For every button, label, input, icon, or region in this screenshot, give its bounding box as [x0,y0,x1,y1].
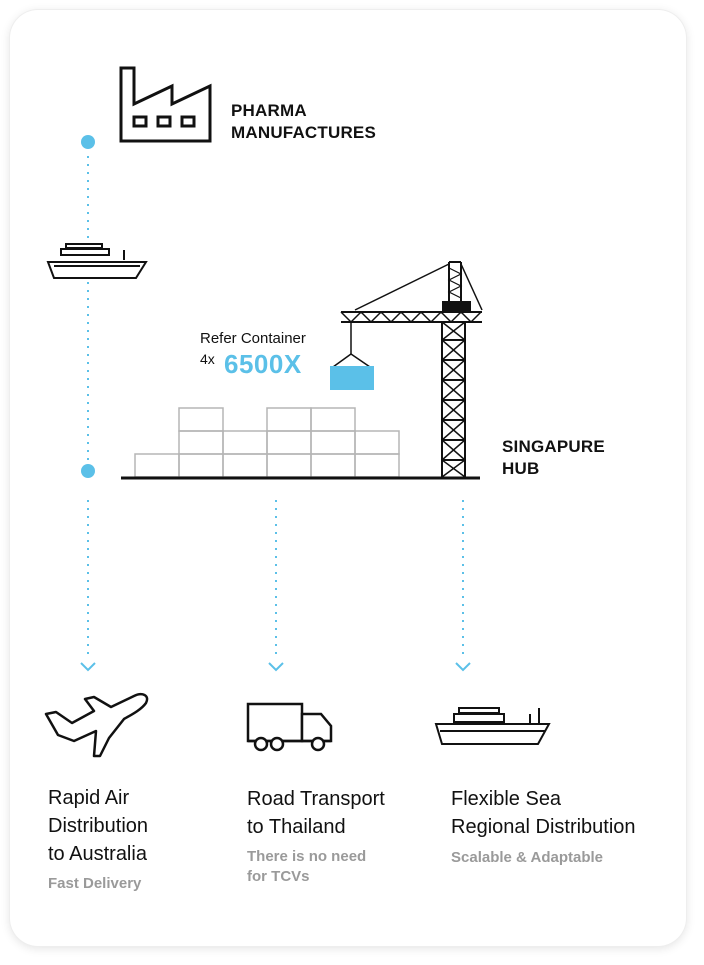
hub-title-line2: HUB [502,459,540,478]
destination-road-subtitle-line1: There is no need [247,848,367,865]
container-label: Refer Container [200,330,306,347]
route-air [80,500,96,672]
origin-title-line1: PHARMA [231,101,307,120]
route-road [268,500,284,672]
ship-icon [46,243,148,279]
destination-road-line1: Road Transport [247,788,385,810]
hub-title: SINGAPURE HUB [502,436,662,480]
hub-title-line1: SINGAPURE [502,437,605,456]
origin-route-line [81,135,95,478]
destination-air-subtitle: Fast Delivery [48,875,142,892]
destination-road-subtitle: There is no need for TCVs [247,847,407,887]
destination-road-title: Road Transport to Thailand [247,785,417,841]
destination-air-title: Rapid Air Distribution to Australia [48,784,208,868]
truck-icon [246,702,333,752]
destination-sea-line1: Flexible Sea [451,788,562,810]
container-model: 6500X [224,349,302,379]
plane-icon [44,693,149,758]
crane-icon [332,261,483,478]
destination-road-line2: to Thailand [247,816,346,838]
container-quantity: 4x [200,351,215,367]
destination-sea-subtitle: Scalable & Adaptable [451,849,603,866]
route-sea [455,500,471,672]
destination-air-line1: Rapid Air [48,787,130,809]
origin-title-line2: MANUFACTURES [231,123,377,142]
ship-icon [434,707,551,745]
destination-air-line3: to Australia [48,843,147,865]
destination-road-subtitle-line2: for TCVs [247,868,310,885]
container-icon [330,366,374,390]
destination-sea-line2: Regional Distribution [451,816,636,838]
factory-icon [119,66,212,143]
destination-sea-title: Flexible Sea Regional Distribution [451,785,671,841]
destination-air-line2: Distribution [48,815,149,837]
origin-title: PHARMA MANUFACTURES [231,100,431,144]
container-stack [134,407,400,478]
